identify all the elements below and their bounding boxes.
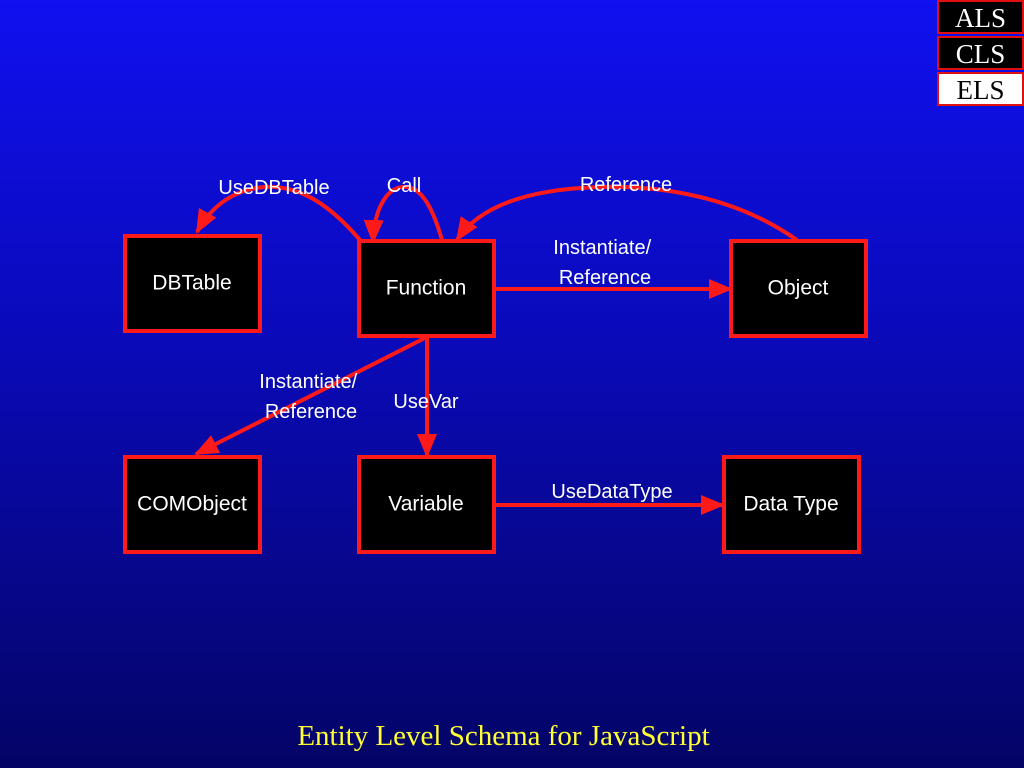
node-object[interactable]: Object (729, 239, 868, 338)
level-nav: ALS CLS ELS (937, 0, 1024, 108)
slide-title: Entity Level Schema for JavaScript (297, 720, 710, 752)
edge-reference-line (455, 184, 799, 242)
nodes-layer: DBTable Function Object COMObject Variab… (123, 234, 868, 554)
edge-label-call: Call (387, 175, 421, 197)
node-object-label: Object (768, 277, 829, 300)
node-function-label: Function (386, 277, 467, 300)
edge-instantiate-comobject-line (194, 336, 426, 456)
node-dbtable[interactable]: DBTable (123, 234, 262, 333)
node-comobject[interactable]: COMObject (123, 455, 262, 554)
node-variable-label: Variable (388, 493, 464, 516)
edge-label-usedatatype: UseDataType (551, 481, 672, 503)
node-function-box (357, 239, 496, 338)
node-datatype-box (722, 455, 861, 554)
edge-labels-layer: UseDBTable Call Reference Instantiate/ R… (218, 174, 672, 503)
edge-call-line (363, 184, 444, 244)
node-variable-box (357, 455, 496, 554)
edge-label-reference: Reference (580, 174, 672, 196)
node-dbtable-box (123, 234, 262, 333)
node-variable[interactable]: Variable (357, 455, 496, 554)
node-comobject-label: COMObject (137, 493, 247, 516)
level-button-els[interactable]: ELS (937, 72, 1024, 106)
node-object-box (729, 239, 868, 338)
edge-usedbtable-line (195, 184, 362, 242)
node-comobject-box (123, 455, 262, 554)
edges-layer (194, 184, 799, 515)
edge-label-instantiate-comobject: Instantiate/ Reference (259, 371, 362, 423)
node-datatype-label: Data Type (743, 493, 838, 516)
node-dbtable-label: DBTable (152, 272, 231, 295)
node-datatype[interactable]: Data Type (722, 455, 861, 554)
node-function[interactable]: Function (357, 239, 496, 338)
edge-label-instantiate-object: Instantiate/ Reference (553, 237, 656, 289)
edge-label-usedbtable: UseDBTable (218, 177, 329, 199)
level-button-cls[interactable]: CLS (937, 36, 1024, 70)
edge-label-usevar: UseVar (393, 391, 459, 413)
level-button-als[interactable]: ALS (937, 0, 1024, 34)
